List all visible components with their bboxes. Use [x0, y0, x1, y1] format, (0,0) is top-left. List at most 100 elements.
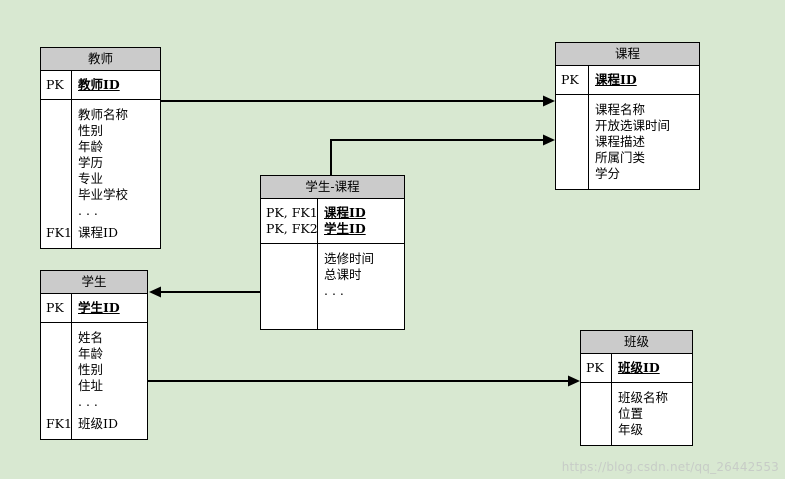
- attribute-row: 学历: [41, 155, 160, 171]
- pk-tag: PK: [46, 77, 64, 92]
- attr-name: 毕业学校: [78, 187, 129, 202]
- attr-tag: [41, 378, 71, 394]
- fk-attribute: 班级ID: [78, 416, 118, 431]
- pk-row: PK 学生ID: [41, 300, 147, 316]
- connector-studentcourse-course: [330, 139, 544, 176]
- entity-teacher-title: 教师: [41, 48, 160, 71]
- attr-name: 学历: [78, 155, 104, 170]
- entity-student-course: 学生-课程 PK, FK1 课程ID PK, FK2 学生ID 选修时间: [260, 175, 405, 330]
- fk-row: FK1 班级ID: [41, 416, 147, 432]
- attr-name: 专业: [78, 171, 104, 186]
- attr-tag: [41, 203, 71, 219]
- pk-fk-row: PK, FK2 学生ID: [261, 221, 404, 237]
- attr-name: 姓名: [78, 330, 104, 345]
- attr-tag: [261, 251, 317, 267]
- fk-tag: FK1: [46, 416, 71, 431]
- fk-tag: FK1: [46, 225, 71, 240]
- attribute-row: 开放选课时间: [556, 118, 699, 134]
- attribute-row: 姓名: [41, 330, 147, 346]
- attr-name: 课程描述: [595, 134, 646, 149]
- pk-fk-tag: PK, FK1: [266, 205, 317, 220]
- attr-tag: [556, 150, 588, 166]
- attribute-row: 教师名称: [41, 107, 160, 123]
- entity-student-body: PK 学生ID 姓名 年龄 性别 住址: [41, 294, 147, 439]
- attr-tag: [41, 346, 71, 362]
- pk-fk-attribute: 学生ID: [324, 221, 366, 236]
- attr-name: 年龄: [78, 139, 104, 154]
- attr-name: 位置: [618, 406, 644, 421]
- attr-tag: [556, 166, 588, 182]
- attribute-row: 课程描述: [556, 134, 699, 150]
- attr-tag: [556, 102, 588, 118]
- attr-name: 学分: [595, 166, 621, 181]
- entity-student-title: 学生: [41, 271, 147, 294]
- entity-class: 班级 PK 班级ID 班级名称 位置 年级: [580, 330, 693, 446]
- arrowhead-studentcourse-student: [149, 286, 161, 298]
- entity-course-title: 课程: [556, 43, 699, 66]
- attribute-row: 年龄: [41, 139, 160, 155]
- attribute-row: 总课时: [261, 267, 404, 283]
- attr-name: 班级名称: [618, 390, 669, 405]
- fk-row: FK1 课程ID: [41, 225, 160, 241]
- pk-fk-attribute: 课程ID: [324, 205, 366, 220]
- attr-tag: [581, 406, 611, 422]
- attribute-row: 位置: [581, 406, 692, 422]
- entity-student-course-title: 学生-课程: [261, 176, 404, 199]
- attribute-row: 住址: [41, 378, 147, 394]
- attr-name: 年级: [618, 422, 644, 437]
- attr-name: 总课时: [324, 267, 362, 282]
- entity-teacher: 教师 PK 教师ID 教师名称 性别 年龄: [40, 47, 161, 249]
- attribute-row-ellipsis: . . .: [41, 203, 160, 219]
- attr-tag: [41, 187, 71, 203]
- attr-name: 性别: [78, 362, 104, 377]
- arrowhead-teacher-course: [543, 95, 555, 107]
- attribute-row-ellipsis: . . .: [41, 394, 147, 410]
- arrowhead-student-class: [568, 375, 580, 387]
- attr-name: 所属门类: [595, 150, 646, 165]
- attr-name: 开放选课时间: [595, 118, 671, 133]
- pk-row: PK 教师ID: [41, 77, 160, 93]
- attr-name: 年龄: [78, 346, 104, 361]
- pk-row: PK 班级ID: [581, 360, 692, 376]
- attribute-row: 性别: [41, 123, 160, 139]
- attr-tag: [261, 267, 317, 283]
- attr-name: 住址: [78, 378, 104, 393]
- pk-fk-row: PK, FK1 课程ID: [261, 205, 404, 221]
- attr-tag: [41, 394, 71, 410]
- attribute-row: 性别: [41, 362, 147, 378]
- attr-name: 教师名称: [78, 107, 129, 122]
- attribute-row: 年龄: [41, 346, 147, 362]
- pk-tag: PK: [586, 360, 604, 375]
- pk-attribute: 课程ID: [595, 72, 637, 87]
- attr-tag: [41, 123, 71, 139]
- attr-name: . . .: [78, 394, 98, 409]
- attr-tag: [41, 107, 71, 123]
- attr-name: . . .: [78, 203, 98, 218]
- attribute-row: 学分: [556, 166, 699, 182]
- attr-tag: [261, 283, 317, 299]
- pk-fk-tag: PK, FK2: [266, 221, 317, 236]
- entity-class-title: 班级: [581, 331, 692, 354]
- pk-attribute: 学生ID: [78, 300, 120, 315]
- pk-row: PK 课程ID: [556, 72, 699, 88]
- attr-name: 选修时间: [324, 251, 375, 266]
- attribute-row: 课程名称: [556, 102, 699, 118]
- attr-tag: [41, 362, 71, 378]
- attr-tag: [581, 422, 611, 438]
- attr-tag: [556, 134, 588, 150]
- attribute-row: 毕业学校: [41, 187, 160, 203]
- attr-name: . . .: [324, 283, 344, 298]
- attr-tag: [41, 171, 71, 187]
- attr-tag: [41, 330, 71, 346]
- entity-student-course-body: PK, FK1 课程ID PK, FK2 学生ID 选修时间 总课时: [261, 199, 404, 329]
- pk-attribute: 教师ID: [78, 77, 120, 92]
- entity-teacher-body: PK 教师ID 教师名称 性别 年龄 学: [41, 71, 160, 248]
- attr-name: 课程名称: [595, 102, 646, 117]
- attribute-row: 年级: [581, 422, 692, 438]
- entity-course-body: PK 课程ID 课程名称 开放选课时间 课程描述: [556, 66, 699, 189]
- entity-course: 课程 PK 课程ID 课程名称 开放选课时间 课程描述: [555, 42, 700, 190]
- attribute-row-ellipsis: . . .: [261, 283, 404, 299]
- attribute-row: 专业: [41, 171, 160, 187]
- attr-tag: [41, 139, 71, 155]
- attribute-row: 所属门类: [556, 150, 699, 166]
